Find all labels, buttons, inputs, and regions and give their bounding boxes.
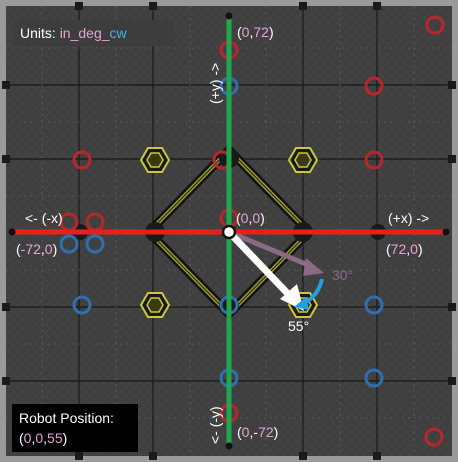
units-value: in_deg_ [60, 25, 110, 41]
x-axis-right-end [442, 228, 450, 236]
bottom-coordinate: (0,-72) [237, 424, 278, 440]
units-panel-bg [14, 20, 174, 46]
robot-position-panel [12, 404, 138, 452]
units-direction: cw [110, 25, 128, 41]
right-coordinate: (72,0) [386, 241, 423, 257]
robot-position-value: (0,0,55) [19, 430, 67, 446]
origin-coordinate: (0,0) [236, 210, 265, 226]
pos-y-label: (+y) -> [207, 63, 223, 104]
rings [59, 15, 445, 447]
neg-x-label: <- (-x) [25, 210, 63, 226]
ring-red [364, 150, 384, 170]
y-axis-top-end [225, 12, 233, 20]
ring-blue [59, 234, 79, 254]
ring-blue [85, 234, 105, 254]
ring-red [72, 150, 92, 170]
goal-ne [287, 147, 319, 173]
reference-heading-arrow [228, 229, 324, 276]
top-coordinate: (0,72) [237, 24, 274, 40]
reference-angle-label: 30° [332, 267, 353, 283]
ring-blue [72, 295, 92, 315]
robot-position-title: Robot Position: [19, 410, 114, 426]
heading-angle-label: 55° [288, 318, 309, 334]
x-axis-left-end [8, 228, 16, 236]
goal-nw [139, 147, 171, 173]
rotation-arrow [294, 278, 324, 310]
units-prefix: Units: [20, 25, 60, 41]
units-label: Units: in_deg_cw [20, 25, 128, 41]
origin-marker [221, 224, 237, 240]
ring-red [424, 427, 444, 447]
pos-x-label: (+x) -> [388, 210, 429, 226]
ring-blue [364, 295, 384, 315]
y-axis-bottom-end [225, 442, 233, 450]
left-coordinate: (-72,0) [16, 241, 57, 257]
goal-sw [139, 292, 171, 318]
ring-red [364, 76, 384, 96]
ring-red [425, 15, 445, 35]
neg-y-label: <- (-y) [207, 406, 223, 444]
ring-blue [364, 368, 384, 388]
